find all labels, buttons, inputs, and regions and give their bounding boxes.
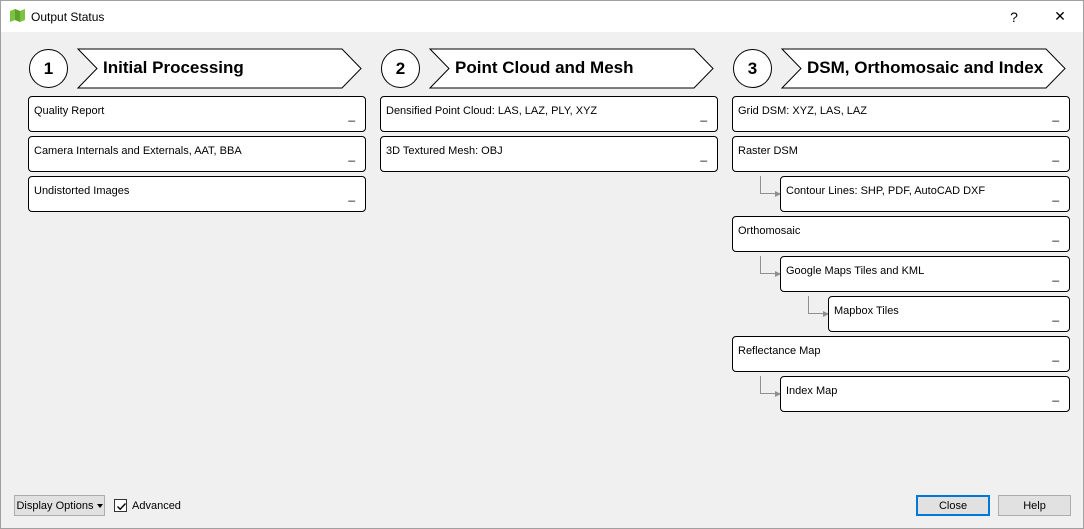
- advanced-label: Advanced: [132, 500, 181, 512]
- dropdown-caret-icon: [96, 503, 103, 508]
- output-status: _: [1052, 388, 1059, 402]
- step-number-circle: 2: [381, 49, 420, 88]
- output-undistorted-images[interactable]: Undistorted Images _: [28, 176, 366, 212]
- output-quality-report[interactable]: Quality Report _: [28, 96, 366, 132]
- output-status: _: [348, 148, 355, 162]
- step-number-circle: 3: [733, 49, 772, 88]
- output-reflectance-map[interactable]: Reflectance Map _: [732, 336, 1070, 372]
- output-status: _: [348, 188, 355, 202]
- output-status: _: [700, 108, 707, 122]
- output-camera-internals[interactable]: Camera Internals and Externals, AAT, BBA…: [28, 136, 366, 172]
- step-title: Initial Processing: [103, 58, 244, 77]
- close-icon[interactable]: ✕: [1054, 8, 1066, 24]
- step-header-1: 1 Initial Processing: [29, 48, 364, 89]
- output-index-map[interactable]: Index Map _: [780, 376, 1070, 412]
- step-title: DSM, Orthomosaic and Index: [807, 58, 1044, 77]
- step-number-circle: 1: [29, 49, 68, 88]
- title-bar: Output Status ? ✕: [1, 1, 1083, 32]
- step-header-3: 3 DSM, Orthomosaic and Index: [733, 48, 1073, 89]
- help-button-label: Help: [1023, 499, 1046, 512]
- step-arrow-shape: [429, 48, 714, 89]
- advanced-checkbox[interactable]: [114, 499, 127, 512]
- help-button[interactable]: Help: [998, 495, 1071, 516]
- output-mapbox-tiles[interactable]: Mapbox Tiles _: [828, 296, 1070, 332]
- step-title: Point Cloud and Mesh: [455, 58, 634, 77]
- output-grid-dsm[interactable]: Grid DSM: XYZ, LAS, LAZ _: [732, 96, 1070, 132]
- tree-connector-arrow: [808, 296, 829, 317]
- output-status: _: [1052, 228, 1059, 242]
- output-status: _: [1052, 308, 1059, 322]
- output-label: Contour Lines: SHP, PDF, AutoCAD DXF: [786, 185, 986, 197]
- display-options-button[interactable]: Display Options: [14, 495, 105, 516]
- tree-connector-arrow: [760, 256, 781, 277]
- output-label: Densified Point Cloud: LAS, LAZ, PLY, XY…: [386, 105, 598, 117]
- close-button-label: Close: [938, 499, 968, 512]
- output-label: Grid DSM: XYZ, LAS, LAZ: [738, 105, 867, 117]
- output-label: Mapbox Tiles: [834, 305, 899, 317]
- output-status: _: [1052, 148, 1059, 162]
- output-google-maps-tiles[interactable]: Google Maps Tiles and KML _: [780, 256, 1070, 292]
- output-status: _: [1052, 188, 1059, 202]
- output-orthomosaic[interactable]: Orthomosaic _: [732, 216, 1070, 252]
- check-icon: [117, 503, 127, 511]
- help-icon[interactable]: ?: [1010, 8, 1018, 25]
- output-contour-lines[interactable]: Contour Lines: SHP, PDF, AutoCAD DXF _: [780, 176, 1070, 212]
- output-label: Orthomosaic: [738, 225, 801, 237]
- output-raster-dsm[interactable]: Raster DSM _: [732, 136, 1070, 172]
- tree-connector-arrow: [760, 376, 781, 397]
- output-status: _: [1052, 268, 1059, 282]
- map-app-icon: [10, 8, 25, 23]
- step-arrow-shape: [781, 48, 1066, 89]
- output-label: Index Map: [786, 385, 838, 397]
- output-status: _: [348, 108, 355, 122]
- output-label: Raster DSM: [738, 145, 798, 157]
- output-status: _: [700, 148, 707, 162]
- output-status: _: [1052, 348, 1059, 362]
- output-label: Google Maps Tiles and KML: [786, 265, 925, 277]
- output-label: Quality Report: [34, 105, 105, 117]
- output-status: _: [1052, 108, 1059, 122]
- output-label: Undistorted Images: [34, 185, 130, 197]
- output-densified-point-cloud[interactable]: Densified Point Cloud: LAS, LAZ, PLY, XY…: [380, 96, 718, 132]
- output-label: Reflectance Map: [738, 345, 821, 357]
- tree-connector-arrow: [760, 176, 781, 197]
- output-label: Camera Internals and Externals, AAT, BBA: [34, 145, 242, 157]
- output-label: 3D Textured Mesh: OBJ: [386, 145, 503, 157]
- display-options-label: Display Options: [16, 499, 94, 512]
- step-arrow-shape: [77, 48, 362, 89]
- output-3d-textured-mesh[interactable]: 3D Textured Mesh: OBJ _: [380, 136, 718, 172]
- step-header-2: 2 Point Cloud and Mesh: [381, 48, 716, 89]
- close-button[interactable]: Close: [916, 495, 990, 516]
- window-title: Output Status: [31, 10, 105, 24]
